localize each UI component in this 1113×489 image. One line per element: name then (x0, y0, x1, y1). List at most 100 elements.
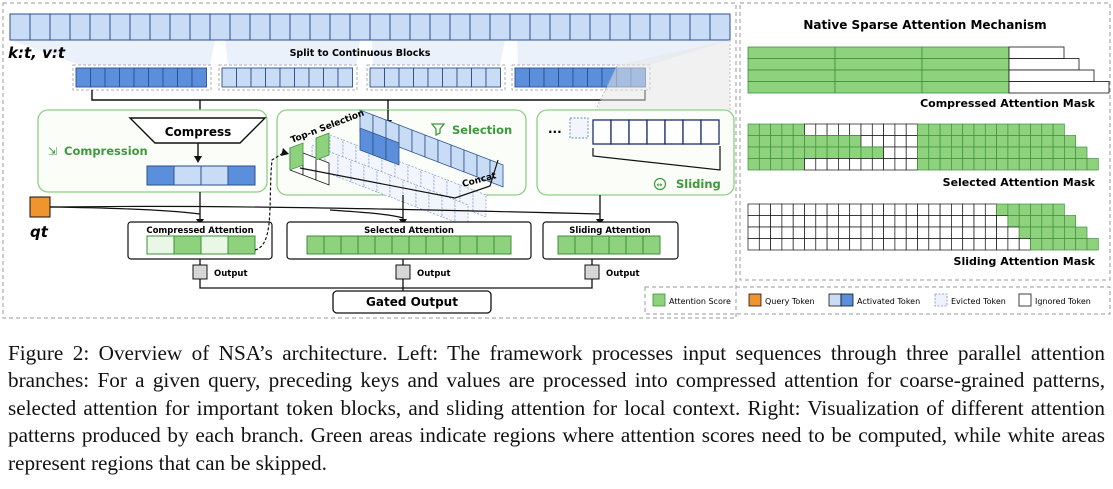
sliding-attention-scores (557, 235, 661, 255)
legend-swatch-activated-dark (840, 293, 854, 307)
mask-cell-green (1075, 226, 1088, 239)
input-token (509, 13, 531, 41)
mask-cell-green (1030, 135, 1043, 148)
mask-cell-green (826, 146, 839, 159)
mask-cell-green (834, 81, 923, 94)
mask-cell-white (917, 215, 930, 228)
mask-cell-white (951, 238, 964, 251)
compressed-score (200, 235, 229, 255)
mask-cell-green (834, 58, 923, 71)
mask-cell-white (860, 215, 873, 228)
mask-cell-green (962, 135, 975, 148)
selection-token (489, 159, 504, 188)
mask-cell-green (770, 135, 783, 148)
mask-cell-green (984, 146, 997, 159)
mask-cell-white (883, 226, 896, 239)
mask-cell-white (860, 158, 873, 171)
block-token (529, 67, 545, 88)
mask-cell-white (747, 203, 760, 216)
sliding-score (625, 235, 644, 255)
mask-cell-green (939, 146, 952, 159)
legend: Attention Score Query Token Activated To… (652, 293, 1091, 307)
selection-token (472, 189, 487, 218)
sliding-window-token (628, 119, 648, 145)
mask-cell-white (804, 226, 817, 239)
selection-token (337, 154, 352, 183)
compressed-attention-mask (747, 46, 1110, 94)
mask-cell-white (804, 238, 817, 251)
input-token (489, 13, 511, 41)
mask-cell-green (1052, 135, 1065, 148)
mask-cell-white (984, 226, 997, 239)
mask-cell-green (1041, 146, 1054, 159)
mask-cell-white (951, 226, 964, 239)
mask-cell-green (1018, 135, 1031, 148)
mask-cell-white (860, 123, 873, 136)
input-token (589, 13, 611, 41)
input-token (229, 13, 251, 41)
block-token (119, 67, 135, 88)
selection-token (437, 139, 452, 168)
block-token (162, 67, 178, 88)
mask-cell-green (770, 146, 783, 159)
mask-cell-green (1030, 203, 1043, 216)
mask-cell-green (984, 158, 997, 171)
selected-score (374, 235, 393, 255)
right-panel-title: Native Sparse Attention Mechanism (803, 18, 1046, 32)
mask-cell-green (1064, 146, 1077, 159)
compress-op-label: Compress (165, 125, 232, 139)
selected-score (408, 235, 427, 255)
mask-cell-green (951, 158, 964, 171)
compressed-token (173, 165, 202, 186)
mask-cell-green (1007, 158, 1020, 171)
topn-score (315, 132, 330, 161)
mask-cell-green (1041, 158, 1054, 171)
mask-cell-green (1007, 215, 1020, 228)
mask-cell-green (1030, 146, 1043, 159)
query-label: qt (30, 223, 49, 241)
mask-cell-white (815, 226, 828, 239)
block-token (265, 67, 281, 88)
mask-cell-green (921, 58, 1010, 71)
blocks-bracket (91, 90, 646, 101)
mask-cell-green (781, 146, 794, 159)
mask-cell-green (834, 69, 923, 82)
mask-cell-green (1018, 226, 1031, 239)
mask-cell-green (747, 158, 760, 171)
input-token (609, 13, 631, 41)
legend-swatch-query (748, 293, 762, 307)
input-token-strip (9, 13, 731, 41)
block-token (369, 67, 385, 88)
mask-cell-green (1030, 226, 1043, 239)
mask-cell-green (962, 158, 975, 171)
mask-cell-white (770, 215, 783, 228)
sliding-output-gate (584, 264, 600, 280)
legend-label-activated: Activated Token (857, 297, 920, 306)
mask-cell-white (973, 226, 986, 239)
legend-label-query: Query Token (765, 297, 815, 306)
block-token (133, 67, 149, 88)
mask-cell-white (894, 215, 907, 228)
mask-cell-green (1064, 226, 1077, 239)
legend-label-evicted: Evicted Token (951, 297, 1006, 306)
mask-cell-green (939, 123, 952, 136)
mask-cell-green (792, 135, 805, 148)
mask-cell-green (917, 158, 930, 171)
selected-attention-label: Selected Attention (364, 226, 454, 236)
block-token (323, 67, 339, 88)
selected-attention-mask (747, 123, 1099, 171)
mask-title-sliding: Sliding Attention Mask (954, 255, 1096, 268)
mask-cell-white (939, 203, 952, 216)
mask-cell-green (1018, 203, 1031, 216)
input-token (309, 13, 331, 41)
mask-cell-white (917, 238, 930, 251)
input-token (569, 13, 591, 41)
mask-cell-green (1030, 158, 1043, 171)
block-token (236, 67, 252, 88)
mask-cell-green (973, 158, 986, 171)
block-token (221, 67, 237, 88)
sliding-fan (592, 40, 730, 130)
selected-dark-block (359, 127, 400, 166)
mask-cell-green (973, 146, 986, 159)
mask-cell-green (1064, 135, 1077, 148)
